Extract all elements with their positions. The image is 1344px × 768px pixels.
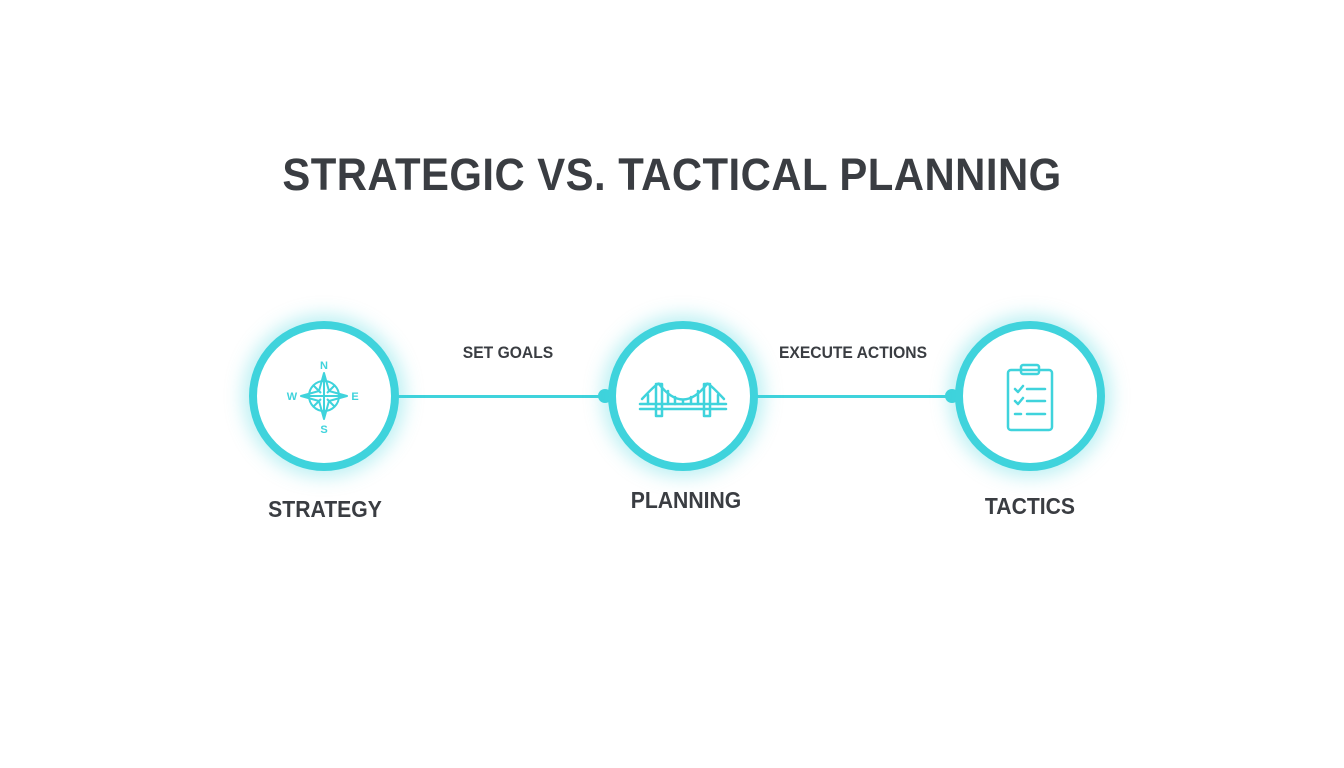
tactics-label: TACTICS [984, 493, 1076, 519]
planning-label: PLANNING [630, 487, 742, 513]
planning-node [608, 321, 758, 471]
compass-icon: N E S W [287, 360, 359, 436]
strategy-node: N E S W [249, 321, 399, 471]
tactics-node [955, 321, 1105, 471]
compass-north-label: N [320, 360, 328, 372]
connector-planning-tactics [756, 395, 958, 398]
connector-strategy-planning [398, 395, 610, 398]
compass-east-label: E [351, 391, 358, 403]
bridge-icon [638, 382, 728, 418]
page-title: STRATEGIC VS. TACTICAL PLANNING [282, 149, 1062, 200]
edge-label-execute-actions: EXECUTE ACTIONS [778, 343, 928, 362]
compass-west-label: W [287, 391, 298, 403]
compass-south-label: S [320, 424, 327, 436]
edge-label-set-goals: SET GOALS [462, 343, 554, 362]
strategy-label: STRATEGY [268, 496, 382, 522]
clipboard-checklist-icon [1006, 363, 1054, 432]
